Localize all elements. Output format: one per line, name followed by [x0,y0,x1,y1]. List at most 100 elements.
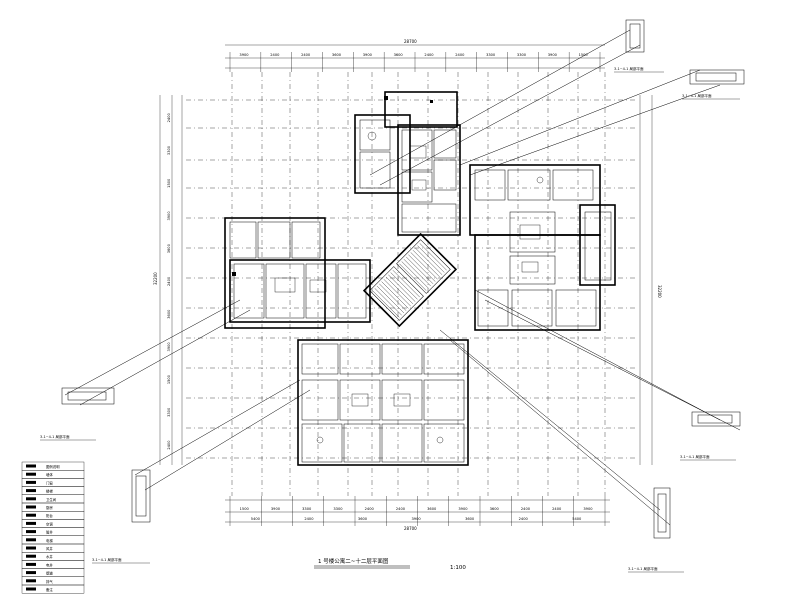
stair-tread [374,288,402,316]
legend-label: 空调 [46,521,53,526]
central-core-stair [362,232,458,328]
left-dim-texts: 2400330015003900360024003600390015003300… [167,113,171,450]
top-dim-ticks [229,52,601,72]
wing-top [354,91,461,236]
legend-label: 电井 [46,562,53,567]
legend-swatch [26,464,36,468]
top-dim-label: 3600 [332,53,342,57]
legend-label: 卫生间 [46,497,57,502]
overall-dim-bottom: 28700 [404,526,417,531]
detail-leader-lines [64,29,741,526]
legend-label: 烟道 [46,571,53,576]
stair-tread [392,270,420,298]
stair-tread [388,274,416,302]
top-dim-label: 3600 [394,53,404,57]
left-dim-label: 1500 [167,178,171,188]
legend-swatch [26,489,36,493]
bottom-sub-dim-label: 2400 [304,517,314,521]
wing-bottom [297,339,469,466]
svg-text:3-1~4-1 局部平面: 3-1~4-1 局部平面 [92,557,122,562]
stair-tread [376,285,405,314]
top-dim-label: 3900 [548,53,558,57]
left-dim-label: 2400 [167,276,171,286]
stair-tread [412,250,440,278]
legend-swatch [26,587,36,591]
legend-label: 水井 [46,554,53,559]
bottom-sub-dim-label: 5400 [251,517,261,521]
detail-callout-bottom-right: 3-1~4-1 局部平面 [628,487,684,573]
top-dim-label: 3900 [239,53,249,57]
right-dimension-lines: 32200 [639,95,662,465]
legend-swatch [26,562,36,566]
svg-text:3-1~4-1 局部平面: 3-1~4-1 局部平面 [628,566,658,571]
bottom-sub-dim-label: 3600 [358,517,368,521]
top-dim-label: 3300 [486,53,496,57]
legend-label: 门窗 [46,480,53,485]
legend-label: 图例说明 [46,464,60,469]
legend-swatch [26,513,36,517]
wing-left [224,217,371,329]
bottom-sub-dim-label: 3900 [412,517,422,521]
top-dim-label: 2400 [424,53,434,57]
legend-label: 阳台 [46,513,53,518]
legend-swatch [26,521,36,525]
left-dim-label: 2400 [167,440,171,450]
bottom-dim-label: 2400 [365,507,375,511]
bottom-dim-label: 3900 [458,507,468,511]
top-dim-label: 3900 [363,53,373,57]
bottom-dim-label: 3900 [583,507,593,511]
stair-treads [372,243,447,318]
building-plan [224,91,616,466]
drawing-scale: 1:100 [450,565,466,571]
stair-tread [399,263,427,291]
bottom-dim-label: 3600 [427,507,437,511]
bottom-dim-label: 3300 [302,507,312,511]
legend-swatch [26,546,36,550]
svg-text:3-1~4-1 局部平面: 3-1~4-1 局部平面 [680,454,710,459]
legend-label: 电梯 [46,538,53,543]
left-dim-label: 3900 [167,211,171,221]
top-dim-label: 3300 [517,53,527,57]
legend-swatch [26,480,36,484]
top-dim-label: 2400 [301,53,311,57]
stair-tread [419,243,447,271]
overall-dim-top: 28700 [404,39,417,44]
bottom-dim-label: 3900 [271,507,281,511]
stair-tread [415,247,443,275]
bottom-dim-label: 3600 [490,507,500,511]
bottom-sub-dim-label: 3600 [465,517,475,521]
stair-tread [372,290,400,318]
svg-text:3-1~4-1 局部平面: 3-1~4-1 局部平面 [682,93,712,98]
legend-swatch [26,530,36,534]
stair-tread [417,245,445,273]
bottom-dim-label: 2400 [552,507,562,511]
bottom-dim-ticks [229,496,606,526]
stair-tread [379,283,407,311]
bottom-dim-label: 2400 [521,507,531,511]
legend-label: 楼梯 [46,489,53,494]
detail-callout-bottom-left: 3-1~4-1 局部平面 [92,469,151,564]
svg-text:3-1~4-1 局部平面: 3-1~4-1 局部平面 [614,66,644,71]
legend-label: 厨房 [46,505,53,510]
bottom-dim-label: 1500 [240,507,250,511]
legend-row [21,584,85,594]
left-dim-label: 3300 [167,145,171,155]
left-dim-label: 2400 [167,113,171,123]
stair-tread [383,279,411,307]
legend-label: 风井 [46,546,53,551]
drawing-title-block: 1 号楼公寓二~十二层平面图 1:100 [314,557,466,571]
legend-label: 排气 [46,579,53,584]
svg-text:3-1~4-1 局部平面: 3-1~4-1 局部平面 [40,434,70,439]
left-dim-label: 3300 [167,407,171,417]
stair-tread [408,254,436,282]
overall-dim-right: 32200 [657,285,662,298]
bottom-sub-dim-label: 2400 [519,517,529,521]
legend-swatch [26,579,36,583]
top-dim-label: 2400 [455,53,465,57]
